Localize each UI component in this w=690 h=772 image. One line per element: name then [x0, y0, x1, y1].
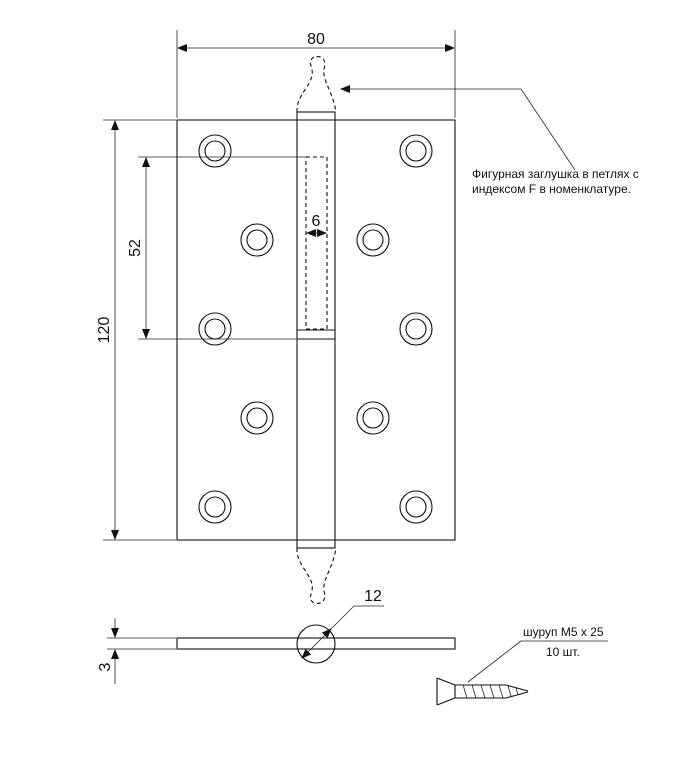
screw-hole: [240, 223, 274, 257]
finial-note: Фигурная заглушка в петлях с индексом F …: [340, 85, 639, 196]
dimension-hole-spacing: 52: [127, 156, 305, 340]
finial-note-line2: индексом F в номенклатуре.: [472, 182, 631, 196]
screw-hole: [399, 134, 433, 168]
screw-hole: [399, 490, 433, 524]
dimension-pin-width-label: 6: [312, 213, 321, 230]
top-finial: [296, 56, 337, 113]
dimension-width-label: 80: [307, 31, 325, 48]
screw-hole: [240, 401, 274, 435]
screw-hole: [198, 134, 232, 168]
hinge-section-view: 12 3: [97, 588, 456, 684]
screw-note-line2: 10 шт.: [546, 645, 580, 659]
screw-hole: [198, 490, 232, 524]
screw-hole: [399, 312, 433, 346]
dimension-knuckle-diameter-label: 12: [364, 588, 382, 605]
screw-holes: [198, 134, 433, 524]
screw-hole: [356, 401, 390, 435]
dimension-width: 80: [176, 30, 456, 118]
screw-hole: [198, 312, 232, 346]
dimension-hole-spacing-label: 52: [127, 239, 144, 257]
screw-drawing: [436, 677, 529, 706]
screw-note: шуруп М5 х 25 10 шт.: [467, 625, 608, 683]
finial-note-line1: Фигурная заглушка в петлях с: [472, 167, 639, 181]
screw-note-line1: шуруп М5 х 25: [523, 625, 604, 639]
dimension-thickness-label: 3: [97, 662, 114, 671]
bottom-finial: [296, 547, 337, 604]
dimension-height: 120: [96, 119, 176, 541]
screw-hole: [356, 223, 390, 257]
hinge-plate: [176, 111, 456, 549]
knuckle-section: [296, 624, 336, 664]
dimension-height-label: 120: [96, 317, 113, 344]
dimension-pin-width: 6: [306, 213, 327, 237]
hidden-pin: [305, 156, 328, 330]
